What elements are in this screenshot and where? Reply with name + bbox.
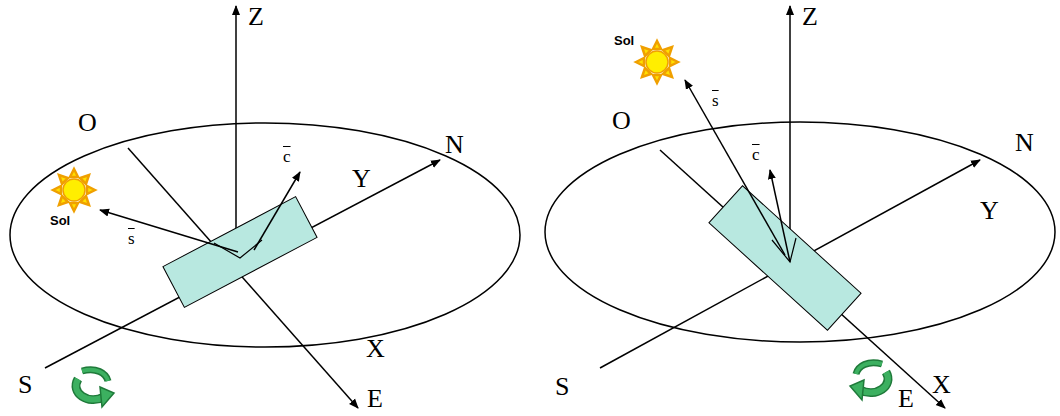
vector-label: c [283,148,291,165]
axis-label: X [366,336,385,362]
axis-label: X [932,372,951,398]
axis-label: Y [352,166,371,192]
axis-label: Y [980,198,999,224]
axis-label: Z [802,4,818,30]
axis-label: Z [248,4,264,30]
cardinal-label: S [555,374,569,400]
cardinal-label: E [898,386,914,412]
sun-label: Sol [614,34,634,47]
cardinal-label: N [445,132,464,158]
left-panel [10,6,520,408]
cardinal-label: O [612,108,631,134]
cardinal-label: S [18,372,32,398]
vector-label: s [712,92,719,109]
right-panel [545,6,1055,408]
cardinal-label: O [78,110,97,136]
cardinal-label: N [1015,130,1034,156]
cardinal-label: E [367,386,383,412]
sun-label: Sol [50,214,70,227]
vector-label: c [752,146,760,163]
vector-label: s [128,230,135,247]
